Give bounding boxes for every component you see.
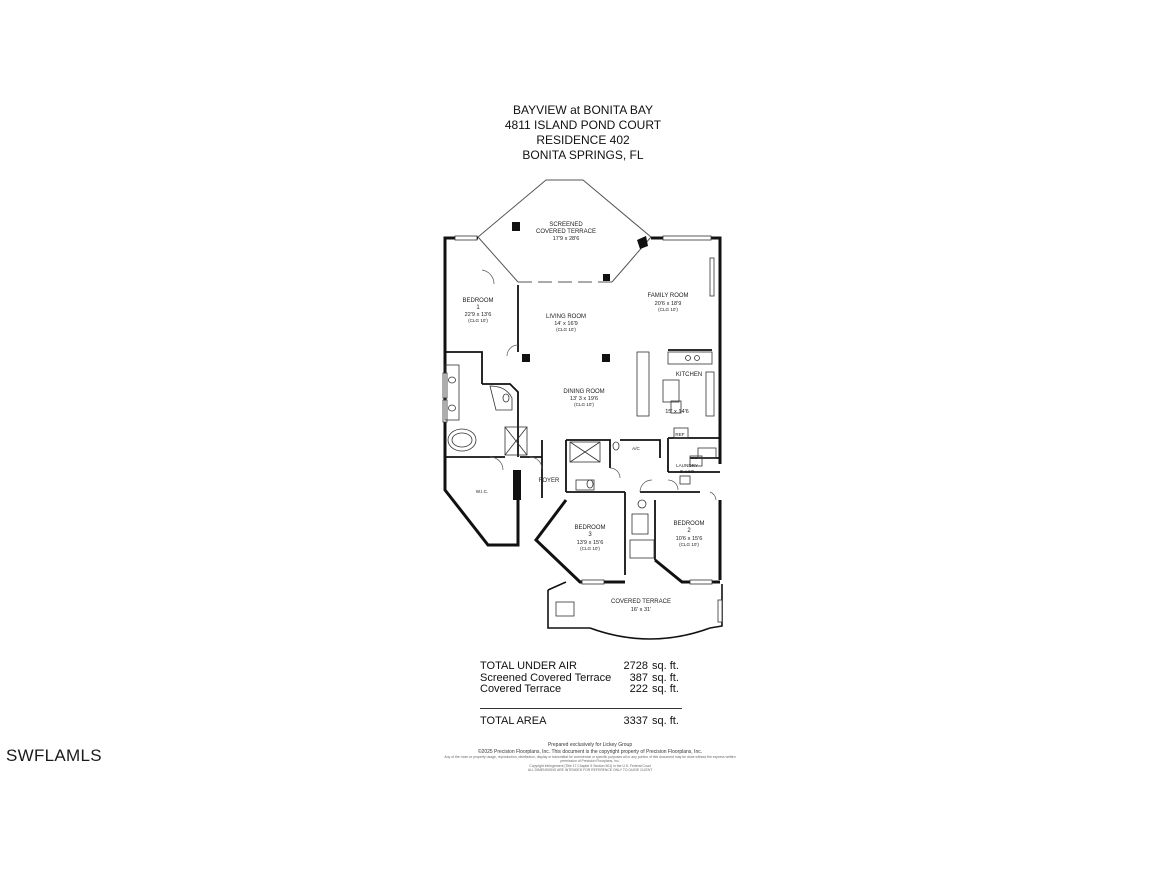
bedroom2-label: BEDROOM: [673, 521, 704, 527]
bedroom3-num: 3: [588, 532, 592, 538]
bedroom1-num: 1: [476, 305, 480, 311]
laundry-dim: 6' x 6'9: [680, 469, 695, 474]
column-living-right: [603, 274, 610, 281]
street-address: 4811 ISLAND POND COURT: [504, 118, 662, 132]
totals-divider: [480, 708, 682, 709]
bedroom3-dim: 13'9 x 15'6: [577, 540, 604, 546]
covered-terrace-dim: 16' x 31': [631, 607, 652, 613]
credit-line-1: Prepared exclusively for Lickey Group: [547, 742, 633, 748]
covered-terrace-row: Covered Terrace 222 sq. ft.: [480, 683, 690, 696]
dining-room-dim: 13' 3 x 19'6: [570, 396, 598, 402]
bedroom1-clg: (CLG 10'): [468, 318, 488, 323]
credit-line-5: ALL DIMENSIONS ARE INTENDED FOR REFERENC…: [527, 768, 653, 773]
screened-terrace-row: Screened Covered Terrace 387 sq. ft.: [480, 671, 690, 685]
kitchen-label: KITCHEN: [676, 372, 702, 378]
column-living-center: [602, 354, 610, 362]
city-state: BONITA SPRINGS, FL: [522, 148, 644, 162]
copyright-notice: Prepared exclusively for Lickey Group ©2…: [440, 742, 740, 773]
interior-walls: [445, 285, 720, 575]
screened-terrace-label-2: COVERED TERRACE: [536, 229, 596, 235]
credit-line-3: Any of the room or property usage, repro…: [444, 755, 736, 764]
wic-label: W.I.C.: [476, 489, 489, 494]
total-value: 2728: [623, 660, 648, 672]
family-room-dim: 20'6 x 18'9: [655, 301, 682, 307]
bath-fixtures: [444, 364, 717, 617]
living-room-clg: (CLG 10'): [556, 327, 576, 332]
residence-number: RESIDENCE 402: [536, 133, 630, 147]
living-room-dim: 14' x 16'9: [554, 321, 578, 327]
kitchen-dim: 15' x 14'6: [665, 409, 689, 415]
bedroom1-dim: 22'9 x 13'6: [465, 312, 492, 318]
plan-title-block: BAYVIEW at BONITA BAY 4811 ISLAND POND C…: [383, 103, 783, 163]
mls-watermark: SWFLAMLS: [6, 746, 102, 765]
total-label: Covered Terrace: [480, 683, 562, 695]
ref-label: REF: [675, 432, 684, 437]
laundry-label: LAUNDRY: [676, 463, 698, 468]
dining-room-label: DINING ROOM: [563, 389, 604, 395]
bedroom1-label: BEDROOM: [462, 298, 493, 304]
total-area-row: TOTAL AREA 3337 sq. ft.: [480, 715, 690, 728]
bedroom2-clg: (CLG 10'): [679, 542, 699, 547]
credit-line-2: ©2025 Precision Floorplans, Inc. This do…: [477, 749, 703, 755]
total-label: TOTAL UNDER AIR: [480, 660, 577, 672]
bedroom2-num: 2: [687, 528, 691, 534]
area-totals-table: TOTAL UNDER AIR 2728 sq. ft. Screened Co…: [480, 660, 690, 696]
covered-terrace-label: COVERED TERRACE: [611, 599, 671, 605]
total-unit: sq. ft.: [652, 671, 679, 684]
total-unit: sq. ft.: [652, 683, 679, 695]
family-room-label: FAMILY ROOM: [647, 293, 688, 299]
foyer-wall-block: [513, 470, 521, 500]
foyer-label: FOYER: [539, 478, 560, 484]
dining-room-clg: (CLG 10'): [574, 402, 594, 407]
family-room-clg: (CLG 10'): [658, 307, 678, 312]
bedroom3-label: BEDROOM: [574, 525, 605, 531]
living-room-label: LIVING ROOM: [546, 314, 586, 320]
bedroom2-dim: 10'6 x 15'6: [676, 536, 703, 542]
total-area-value: 3337: [623, 715, 648, 727]
credit-line-4: Copyright infringement (Title 17 Chapter…: [529, 763, 651, 768]
room-labels: SCREENED COVERED TERRACE 17'9 x 28'6 BED…: [462, 222, 704, 613]
column-living-left: [522, 354, 530, 362]
total-unit: sq. ft.: [652, 660, 679, 672]
total-under-air-row: TOTAL UNDER AIR 2728 sq. ft.: [480, 660, 690, 673]
ac-label: A/C: [632, 446, 640, 451]
terrace-column-left: [512, 222, 520, 231]
covered-terrace-outline: [547, 581, 723, 640]
door-swings: [481, 269, 717, 501]
total-value: 387: [629, 671, 648, 684]
total-area-unit: sq. ft.: [652, 715, 679, 727]
terrace-column-right: [637, 236, 648, 249]
total-label: Screened Covered Terrace: [480, 671, 612, 684]
building-name: BAYVIEW at BONITA BAY: [512, 103, 654, 117]
total-area-label: TOTAL AREA: [480, 715, 547, 727]
kitchen-fixtures: [636, 351, 715, 439]
screened-terrace-label: SCREENED: [549, 222, 583, 228]
screened-terrace-dim: 17'9 x 28'6: [553, 236, 580, 242]
bedroom3-clg: (CLG 10'): [580, 546, 600, 551]
total-value: 222: [629, 683, 648, 695]
